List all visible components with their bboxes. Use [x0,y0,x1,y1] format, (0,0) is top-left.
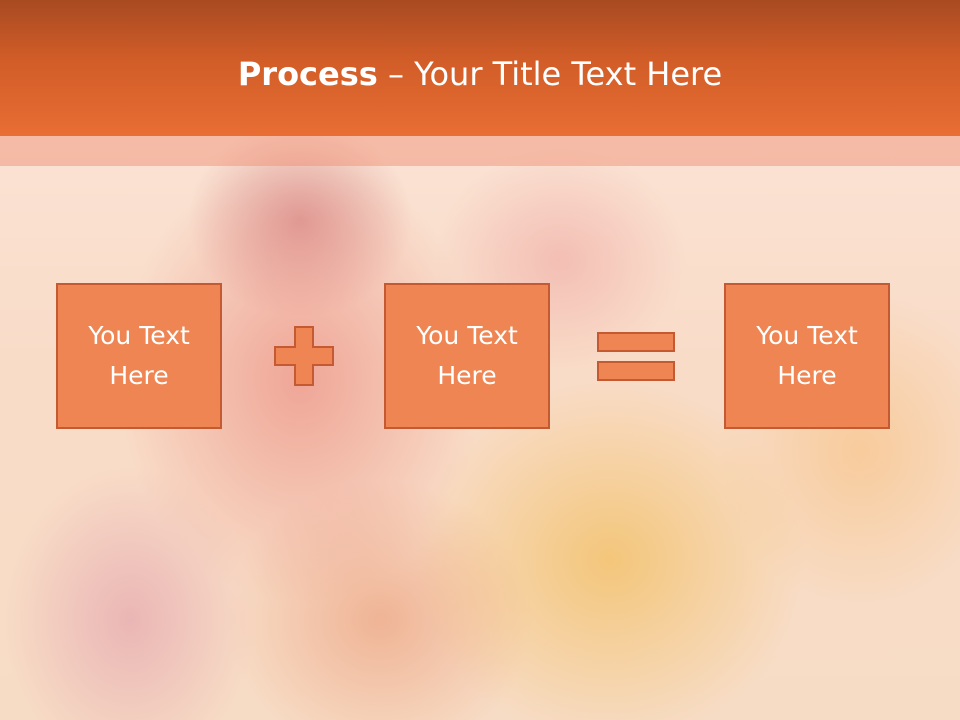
slide-title[interactable]: Process – Your Title Text Here [0,52,960,96]
equals-top-bar [597,332,675,352]
text-box-3-label: You Text Here [756,321,858,390]
title-rest-text: – Your Title Text Here [377,55,723,93]
text-box-2-label: You Text Here [416,321,518,390]
title-bar [0,0,960,136]
text-box-3[interactable]: You Text Here [724,283,890,429]
title-bold-text: Process [237,55,378,93]
text-box-2[interactable]: You Text Here [384,283,550,429]
header-accent-band [0,136,960,166]
text-box-1[interactable]: You Text Here [56,283,222,429]
plus-icon [274,326,334,386]
equals-icon [597,330,677,384]
text-box-1-label: You Text Here [88,321,190,390]
equals-bottom-bar [597,361,675,381]
